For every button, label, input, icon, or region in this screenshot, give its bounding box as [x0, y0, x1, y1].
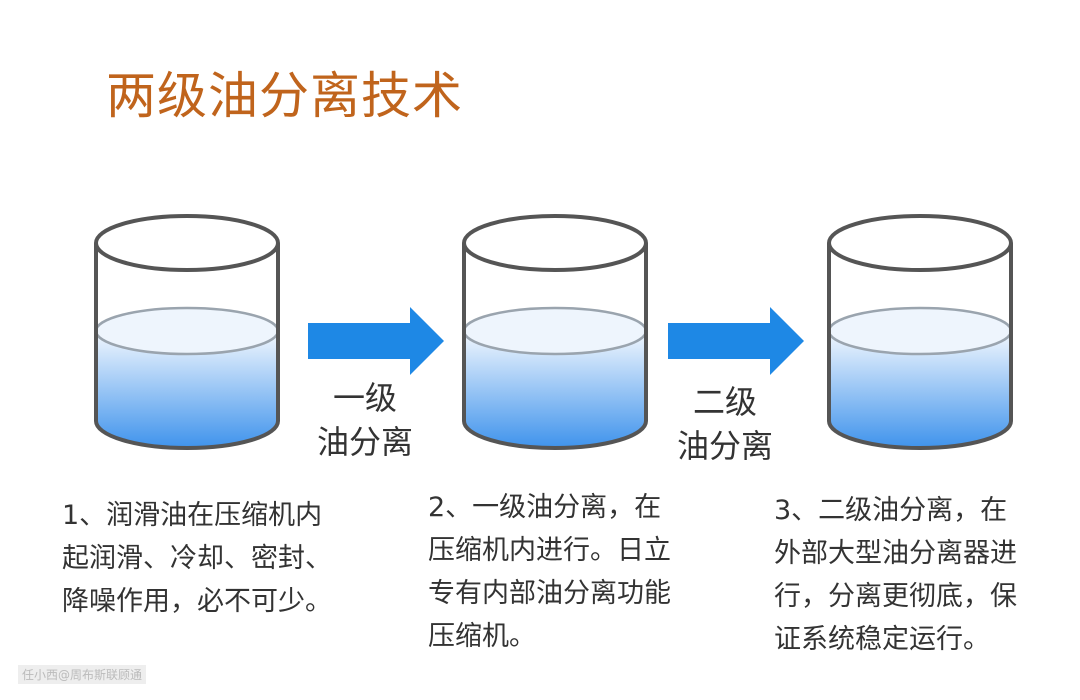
stage-label-2-line1: 二级 — [692, 383, 757, 421]
description-2: 2、一级油分离，在 压缩机内进行。日立 专有内部油分离功能 压缩机。 — [428, 486, 671, 658]
beaker-liquid — [96, 331, 278, 448]
beaker-rim — [827, 214, 1013, 272]
liquid-surface — [462, 306, 648, 356]
stage-label-1-line1: 一级 — [332, 379, 397, 417]
description-1: 1、润滑油在压缩机内 起润滑、冷却、密封、 降噪作用，必不可少。 — [62, 494, 332, 623]
stage-label-1: 一级 油分离 — [300, 376, 430, 464]
description-line: 3、二级油分离，在 — [774, 495, 1008, 526]
description-line: 起润滑、冷却、密封、 — [62, 543, 332, 574]
beaker-rim — [462, 214, 648, 272]
stage-label-1-line2: 油分离 — [316, 423, 413, 461]
beaker-body — [827, 243, 1013, 450]
slide-title: 两级油分离技术 — [106, 67, 463, 125]
description-3: 3、二级油分离，在 外部大型油分离器进 行，分离更彻底，保 证系统稳定运行。 — [774, 489, 1017, 661]
beaker-rim — [94, 214, 280, 272]
description-line: 2、一级油分离，在 — [428, 492, 662, 523]
beaker-liquid — [464, 331, 646, 448]
description-line: 外部大型油分离器进 — [774, 538, 1017, 569]
arrow-right-icon — [668, 307, 804, 375]
description-line: 1、润滑油在压缩机内 — [62, 500, 323, 531]
beaker-liquid — [829, 331, 1011, 448]
description-line: 专有内部油分离功能 — [428, 578, 671, 609]
liquid-surface — [94, 306, 280, 356]
beaker-body — [462, 243, 648, 450]
arrow-right-icon — [308, 307, 444, 375]
description-line: 降噪作用，必不可少。 — [62, 586, 332, 617]
description-line: 压缩机。 — [428, 621, 536, 652]
watermark: 任小西@周布斯联顾通 — [18, 665, 147, 684]
description-line: 行，分离更彻底，保 — [774, 581, 1017, 612]
description-line: 证系统稳定运行。 — [774, 624, 990, 655]
description-line: 压缩机内进行。日立 — [428, 535, 671, 566]
beaker-body — [94, 243, 280, 450]
liquid-surface — [827, 306, 1013, 356]
stage-label-2-line2: 油分离 — [676, 427, 773, 465]
stage-label-2: 二级 油分离 — [660, 380, 790, 468]
